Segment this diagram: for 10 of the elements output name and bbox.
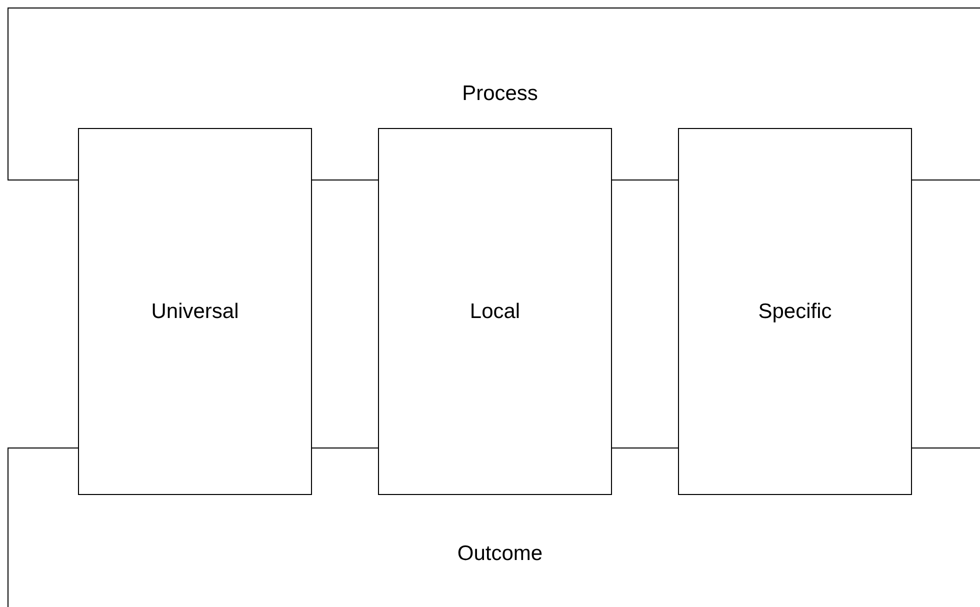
process-box — [378, 128, 612, 495]
box-label: Local — [470, 300, 520, 324]
lane-label: Outcome — [457, 542, 543, 566]
box-label: Specific — [758, 300, 832, 324]
box-label: Universal — [151, 300, 239, 324]
connector-line — [8, 448, 78, 607]
process-box — [78, 128, 312, 495]
process-box — [678, 128, 912, 495]
lane-label: Process — [462, 82, 538, 106]
connector-line — [8, 8, 980, 180]
